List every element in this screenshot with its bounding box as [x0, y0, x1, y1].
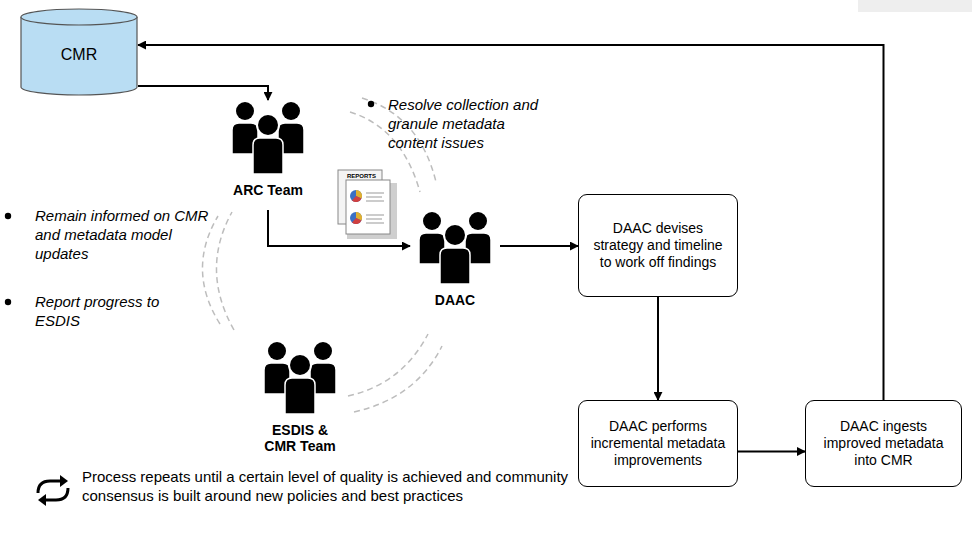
node-text: ESDIS & CMR Team: [256, 422, 344, 454]
note-text: Remain informed on CMR and metadata mode…: [35, 206, 215, 263]
people-icon: [415, 210, 495, 284]
note-text: Report progress to ESDIS: [35, 292, 185, 330]
cycle-icon: [38, 475, 68, 506]
team-icon-node: DAAC: [410, 210, 500, 318]
node-text: DAAC: [435, 292, 475, 308]
note-text: Resolve collection and granule metadata …: [388, 95, 553, 152]
bullet-dots: [5, 101, 374, 305]
report-icon: [338, 170, 397, 239]
flow-arrow: [138, 86, 268, 100]
node-text: DAAC ingests improved metadata into CMR: [816, 418, 951, 468]
flow-arrow: [657, 297, 659, 400]
node-text: DAAC performs incremental metadata impro…: [589, 418, 727, 468]
flow-arrow: [268, 210, 410, 246]
people-icon: [260, 340, 340, 414]
process-box: DAAC performs incremental metadata impro…: [578, 400, 738, 487]
node-text: DAAC devises strategy and timeline to wo…: [589, 220, 727, 270]
flow-arrow: [138, 45, 884, 400]
process-box: DAAC devises strategy and timeline to wo…: [578, 194, 738, 297]
team-icon-node: ESDIS & CMR Team: [256, 340, 344, 452]
note-text: Process repeats until a certain level of…: [82, 467, 582, 505]
process-box: DAAC ingests improved metadata into CMR: [805, 400, 962, 487]
corner-shade: [858, 0, 972, 12]
node-text: CMR: [61, 46, 97, 64]
flow-arrow: [500, 245, 578, 247]
icon-caption: REPORTS: [347, 173, 387, 179]
people-icon: [228, 100, 308, 174]
flow-arrow: [738, 451, 805, 453]
team-icon-node: ARC Team: [224, 100, 312, 210]
node-text: ARC Team: [233, 182, 303, 198]
database-cylinder: CMR: [20, 8, 138, 96]
